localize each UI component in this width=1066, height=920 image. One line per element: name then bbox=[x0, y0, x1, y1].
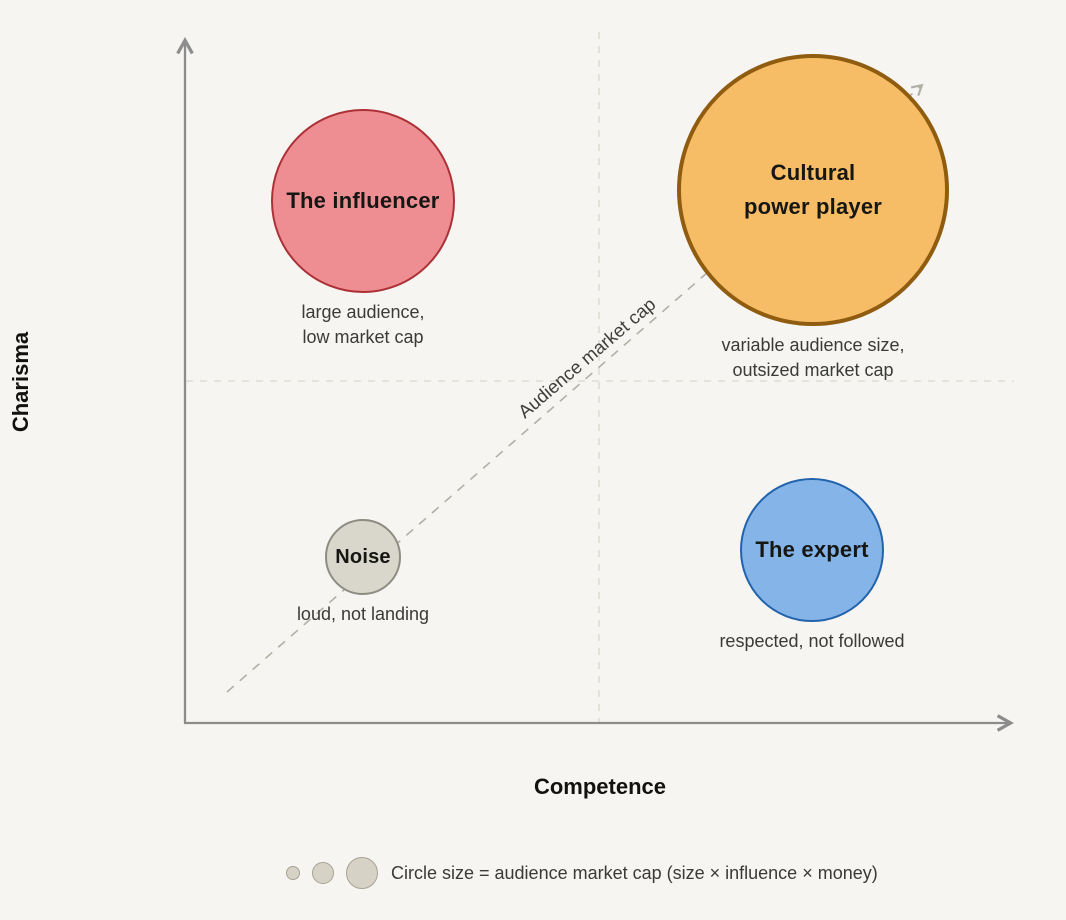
bubble-label: Cultural power player bbox=[743, 159, 883, 219]
bubble-caption-cultural-power-player: variable audience size, outsized market … bbox=[721, 335, 905, 381]
legend-text: Circle size = audience market cap (size … bbox=[391, 862, 878, 883]
legend-circles bbox=[286, 857, 378, 889]
bubble-label: Noise bbox=[335, 545, 391, 568]
bubble-label: The influencer bbox=[286, 187, 440, 213]
y-axis-label: Charisma bbox=[8, 331, 33, 433]
bubble-caption-the-expert: respected, not followed bbox=[719, 631, 905, 651]
bubble-label: The expert bbox=[755, 536, 869, 562]
legend-circle-large bbox=[346, 857, 378, 889]
bubble-caption-the-influencer: large audience, low market cap bbox=[301, 302, 425, 348]
bubble-the-influencer: The influencer bbox=[271, 109, 455, 293]
bubble-caption-noise: loud, not landing bbox=[296, 604, 430, 624]
size-legend: Circle size = audience market cap (size … bbox=[286, 851, 878, 895]
bubble-cultural-power-player: Cultural power player bbox=[677, 54, 949, 326]
legend-circle-small bbox=[286, 866, 300, 880]
bubble-noise: Noise bbox=[325, 519, 401, 595]
bubble-the-expert: The expert bbox=[740, 478, 884, 622]
legend-circle-medium bbox=[312, 862, 334, 884]
x-axis-label: Competence bbox=[533, 774, 667, 799]
